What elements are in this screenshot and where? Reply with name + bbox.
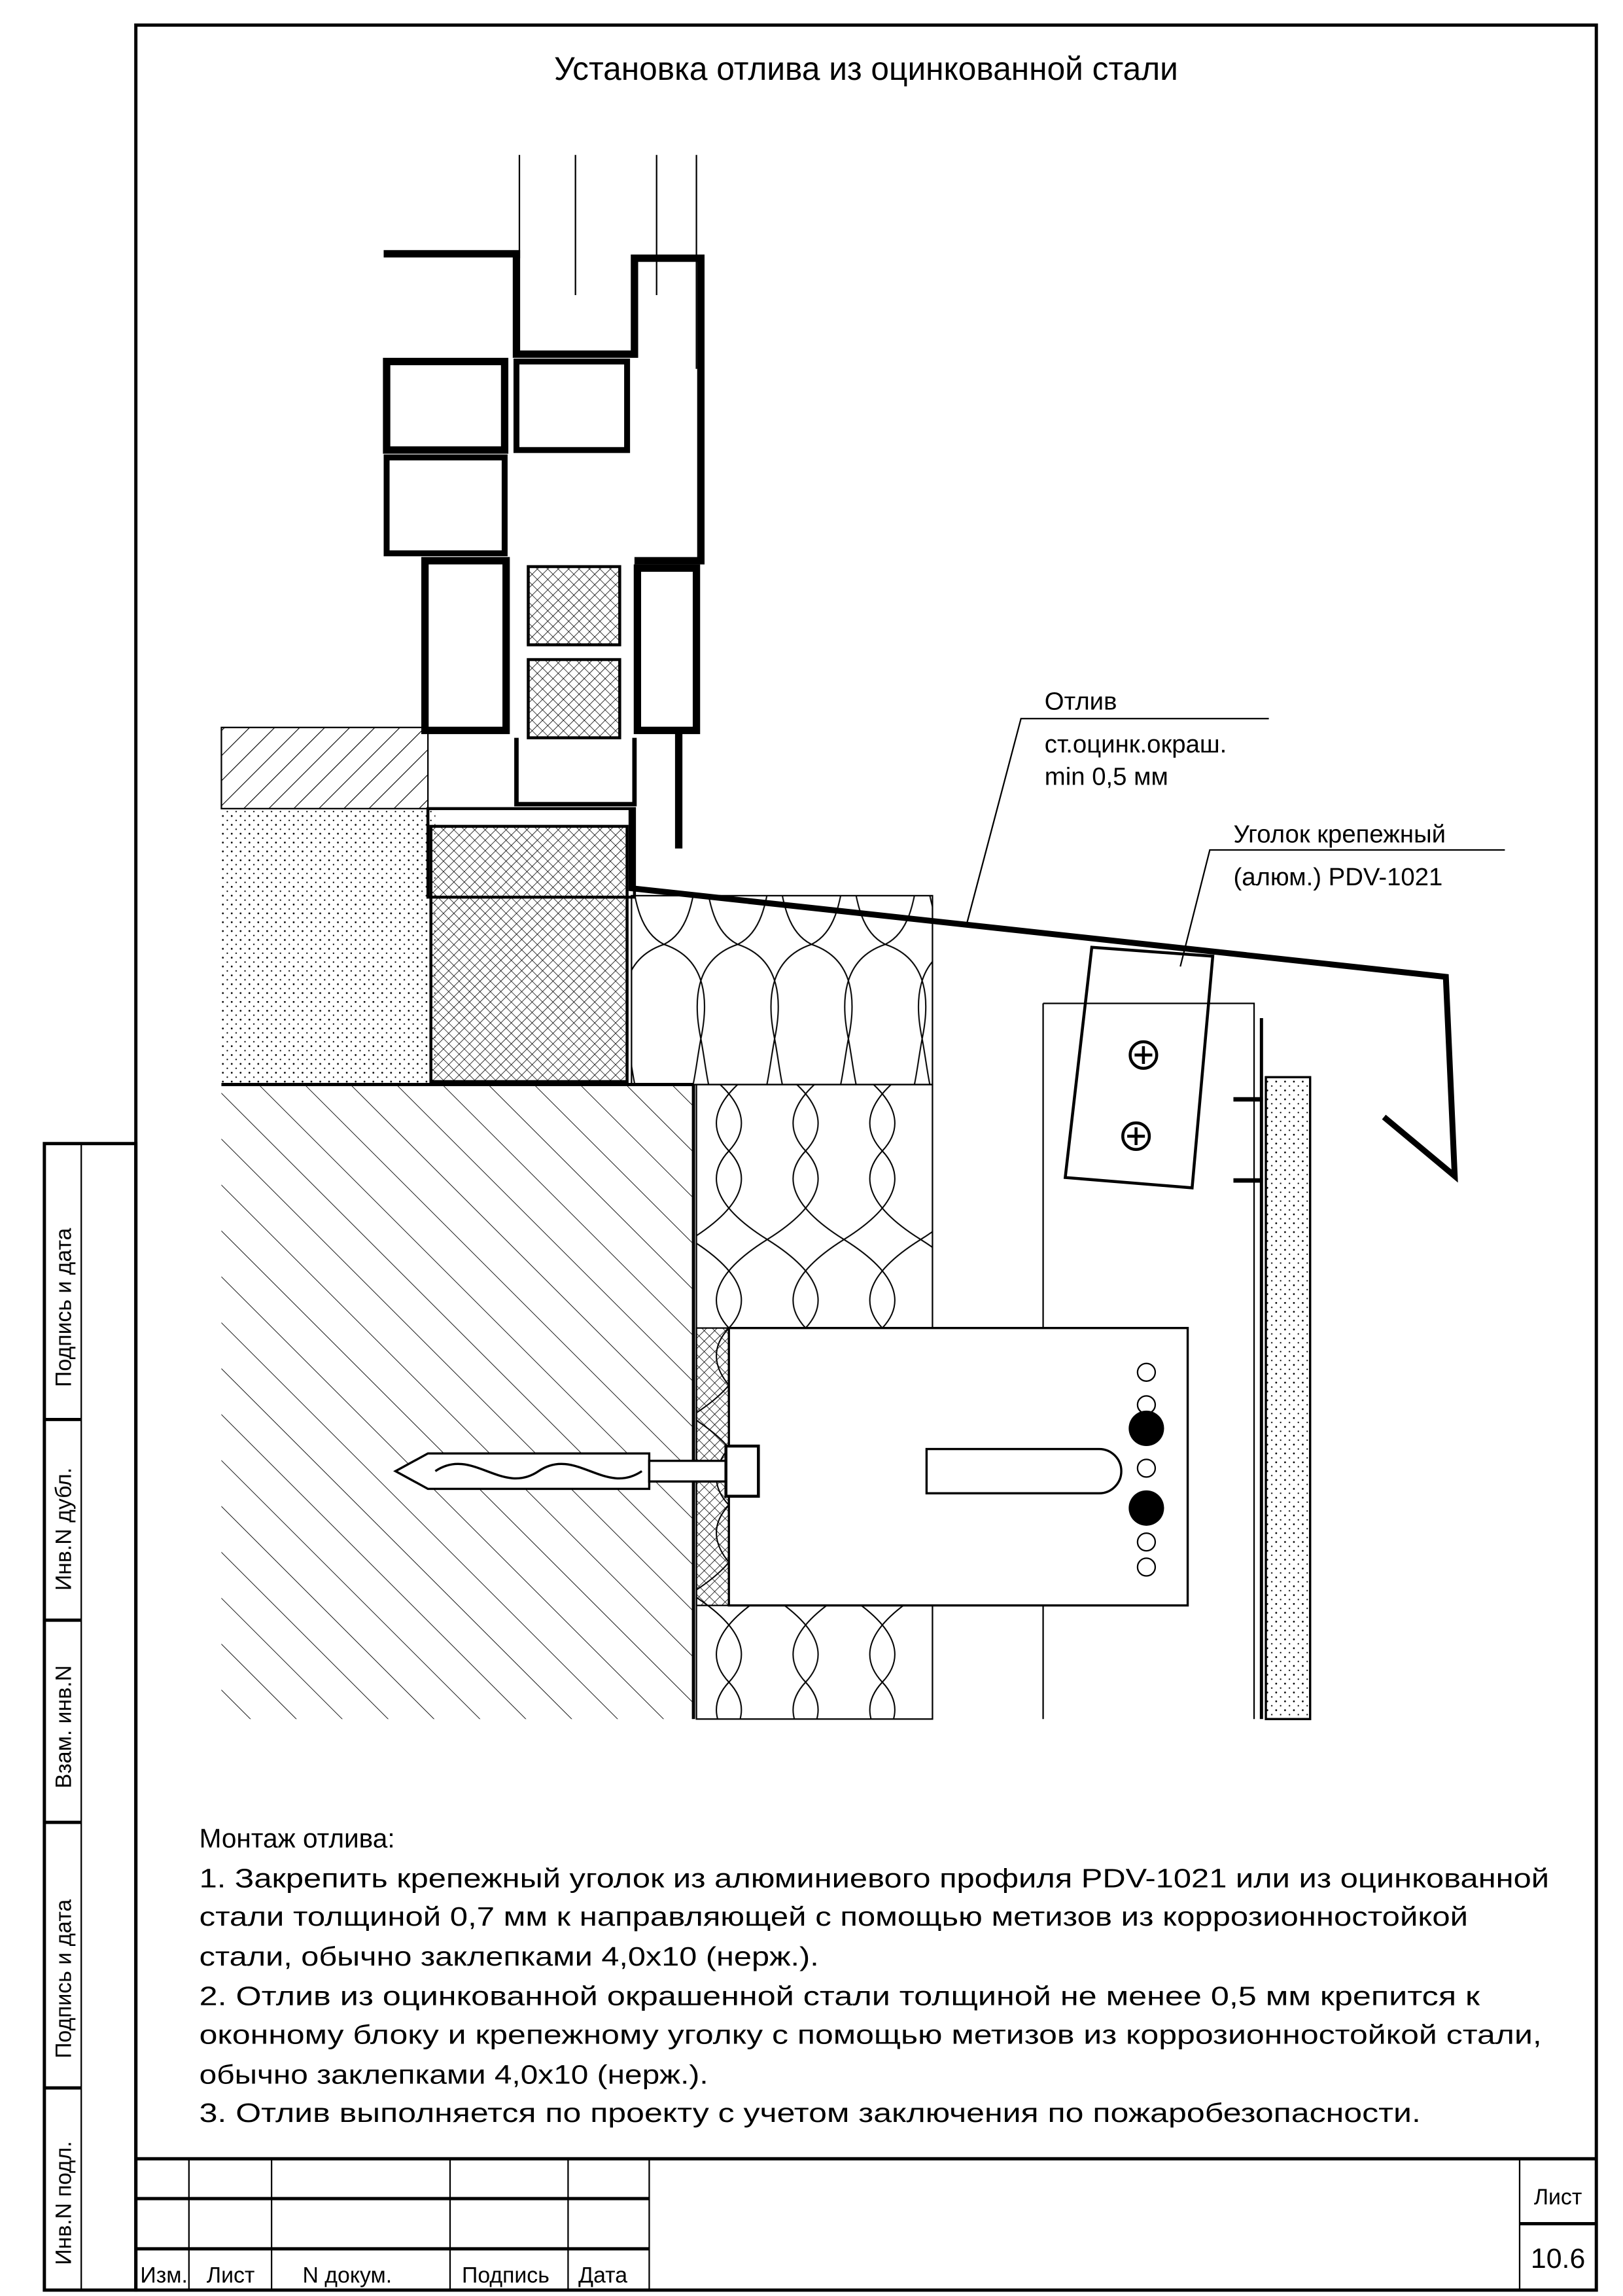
flashing-callout-material: ст.оцинк.окраш. (1045, 730, 1227, 758)
installation-notes: Монтаж отлива: 1. Закрепить крепежный уг… (200, 1823, 1549, 2127)
window-profile (383, 154, 705, 899)
note-line: обычно заклепками 4,0х10 (нерж.). (200, 2059, 708, 2089)
side-label-duplicate-inv: Инв.N дубл. (51, 1468, 76, 1591)
flashing-callout-title: Отлив (1045, 688, 1117, 716)
flashing-callout-thickness: min 0,5 мм (1045, 763, 1168, 791)
note-line: стали толщиной 0,7 мм к направляющей с п… (200, 1901, 1468, 1932)
side-stamp: Подпись и дата Инв.N дубл. Взам. инв.N П… (43, 1142, 138, 2292)
column-header-date: Дата (578, 2263, 627, 2288)
note-line: стали, обычно заклепками 4,0х10 (нерж.). (200, 1941, 819, 1971)
note-line: 1. Закрепить крепежный уголок из алюмини… (200, 1863, 1549, 1893)
bracket-callout-title: Уголок крепежный (1233, 821, 1446, 849)
note-line: 3. Отлив выполняется по проекту с учетом… (200, 2098, 1421, 2128)
column-header-sheet: Лист (207, 2263, 254, 2288)
side-label-signature-date-1: Подпись и дата (51, 1227, 76, 1386)
column-header-doc-number: N докум. (302, 2263, 392, 2288)
bracket-callout-spec: (алюм.) PDV-1021 (1233, 863, 1442, 891)
note-line: оконному блоку и крепежному уголку с пом… (200, 2019, 1542, 2049)
mounting-angle (1063, 945, 1215, 1190)
anchor-bolt-icon (393, 1444, 760, 1498)
flashing-sill (628, 808, 1458, 1183)
bracket-callout: Уголок крепежный (алюм.) PDV-1021 (1179, 821, 1505, 967)
page-title: Установка отлива из оцинкованной стали (554, 50, 1178, 87)
screw-icon (1128, 1040, 1159, 1070)
notes-heading: Монтаж отлива: (200, 1823, 395, 1853)
sheet-label: Лист (1534, 2185, 1582, 2210)
mineral-wool-top (631, 894, 934, 1086)
sheet-number: 10.6 (1531, 2243, 1585, 2274)
wall-bracket (727, 1326, 1189, 1607)
column-header-change: Изм. (140, 2263, 187, 2288)
side-label-original-inv: Инв.N подл. (51, 2141, 76, 2265)
title-block: Изм. Лист N докум. Подпись Дата Лист 10.… (135, 2157, 1597, 2290)
column-header-signature: Подпись (462, 2263, 550, 2288)
subframe (1042, 1002, 1312, 1720)
flashing-callout: Отлив ст.оцинк.окраш. min 0,5 мм (966, 688, 1269, 926)
side-label-signature-date-2: Подпись и дата (51, 1899, 76, 2058)
note-line: 2. Отлив из оцинкованной окрашенной стал… (200, 1981, 1480, 2011)
screw-icon (1121, 1121, 1151, 1152)
insulation-block (429, 824, 629, 1084)
side-label-replaced-inv: Взам. инв.N (51, 1665, 76, 1788)
facade-panel (1265, 1076, 1312, 1720)
